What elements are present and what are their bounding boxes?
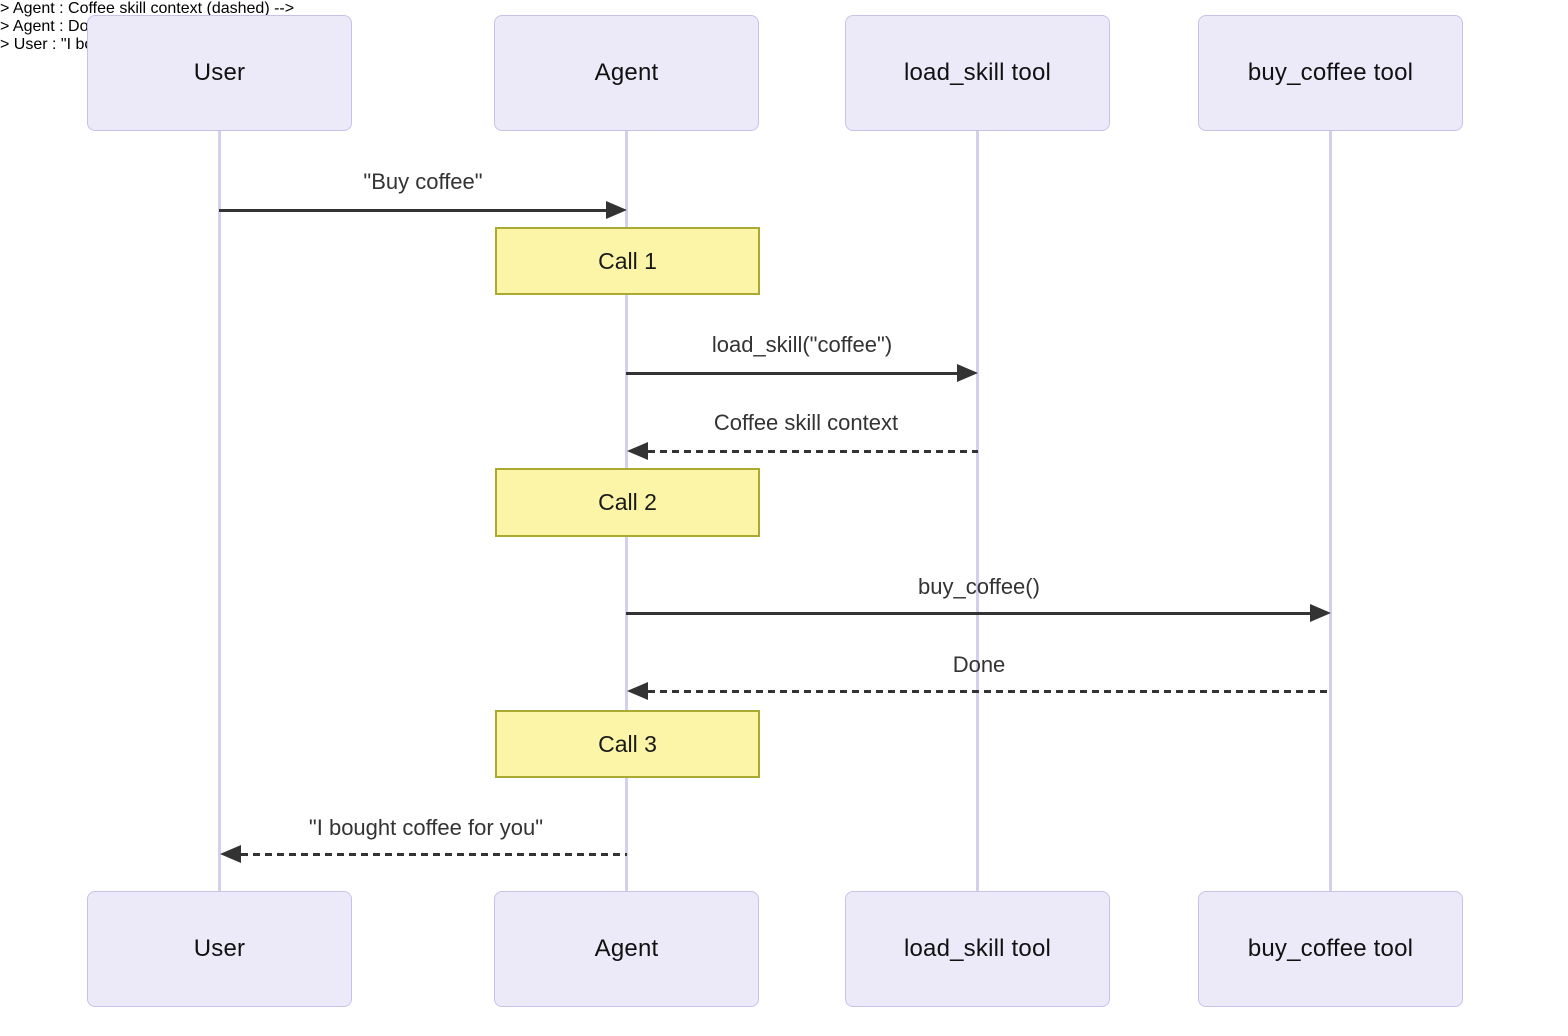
lifeline-user <box>218 131 221 891</box>
message-label: load_skill("coffee") <box>711 332 893 357</box>
participant-user-bottom: User <box>87 891 352 1007</box>
arrowhead-right-icon <box>957 364 978 382</box>
message-line <box>626 371 958 375</box>
participant-label: User <box>193 59 246 86</box>
participant-buy-coffee-tool-top: buy_coffee tool <box>1198 15 1463 131</box>
arrowhead-right-icon <box>606 201 627 219</box>
participant-label: buy_coffee tool <box>1247 935 1414 962</box>
participant-label: Agent <box>594 935 659 962</box>
participant-agent-top: Agent <box>494 15 759 131</box>
message-line <box>241 852 627 856</box>
note-label: Call 2 <box>598 489 657 515</box>
message-line <box>648 449 978 453</box>
note-label: Call 3 <box>598 730 657 757</box>
message-label: Done <box>952 652 1006 677</box>
message-label: buy_coffee() <box>918 574 1040 599</box>
message-label: "Buy coffee" <box>363 169 483 194</box>
participant-label: load_skill tool <box>903 59 1052 86</box>
note-call-3: Call 3 <box>495 710 760 778</box>
message-line <box>219 208 607 212</box>
arrowhead-left-icon <box>220 845 241 863</box>
participant-label: Agent <box>594 59 659 86</box>
arrowhead-left-icon <box>627 682 648 700</box>
arrowhead-right-icon <box>1310 604 1331 622</box>
message-label: "I bought coffee for you" <box>308 815 544 840</box>
participant-label: buy_coffee tool <box>1247 59 1414 86</box>
note-call-2: Call 2 <box>495 468 760 537</box>
arrowhead-left-icon <box>627 442 648 460</box>
note-call-1: Call 1 <box>495 227 760 295</box>
participant-load-skill-tool-bottom: load_skill tool <box>845 891 1110 1007</box>
participant-buy-coffee-tool-bottom: buy_coffee tool <box>1198 891 1463 1007</box>
participant-agent-bottom: Agent <box>494 891 759 1007</box>
message-label: Coffee skill context <box>713 410 899 435</box>
participant-load-skill-tool-top: load_skill tool <box>845 15 1110 131</box>
note-label: Call 1 <box>598 247 657 274</box>
participant-label: load_skill tool <box>903 935 1052 962</box>
participant-label: User <box>193 935 246 962</box>
message-line <box>648 689 1331 693</box>
message-line <box>626 611 1311 615</box>
participant-user-top: User <box>87 15 352 131</box>
lifeline-buy-coffee-tool <box>1329 131 1332 891</box>
lifeline-load-skill-tool <box>976 131 979 891</box>
